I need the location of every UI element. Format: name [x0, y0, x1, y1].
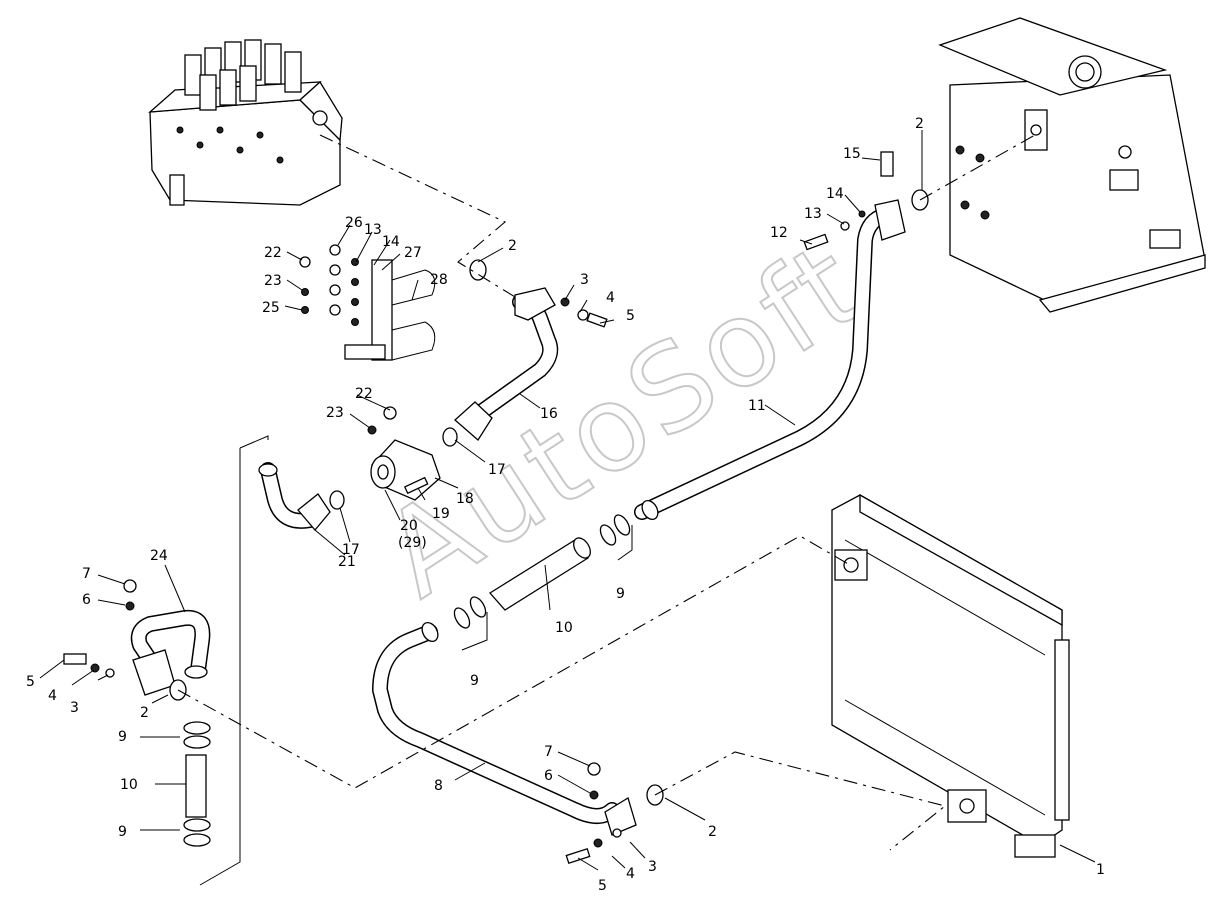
pipe-8 — [372, 624, 620, 824]
callout-23: 23 — [264, 273, 282, 289]
pipe-21 — [260, 462, 318, 529]
callout-19: 19 — [432, 506, 450, 522]
callout-15: 15 — [843, 146, 861, 162]
callout-2: 2 — [508, 238, 517, 254]
callout-9: 9 — [118, 729, 127, 745]
callout-24: 24 — [150, 548, 168, 564]
control-valve — [148, 39, 343, 206]
hose-10-left — [185, 754, 207, 818]
callout-10: 10 — [555, 620, 573, 636]
callout-2: 2 — [708, 824, 717, 840]
callout-10: 10 — [120, 777, 138, 793]
callout-27: 27 — [404, 245, 422, 261]
callout-6: 6 — [82, 592, 91, 608]
callout-22: 22 — [264, 245, 282, 261]
callout-17: 17 — [488, 462, 506, 478]
callout-25: 25 — [262, 300, 280, 316]
callout-28: 28 — [430, 272, 448, 288]
callout-2: 2 — [915, 116, 924, 132]
callout-1: 1 — [1096, 862, 1105, 878]
pipe-24 — [130, 609, 211, 678]
callout-7: 7 — [544, 744, 553, 760]
callout-14: 14 — [826, 186, 844, 202]
callout-7: 7 — [82, 566, 91, 582]
callout-22: 22 — [355, 386, 373, 402]
callout-23: 23 — [326, 405, 344, 421]
flange-top — [132, 199, 906, 836]
clamps — [183, 463, 659, 847]
callout-9: 9 — [118, 824, 127, 840]
callout-5: 5 — [598, 878, 607, 894]
callout-21: 21 — [338, 554, 356, 570]
pipe-11 — [634, 207, 893, 520]
callout-3: 3 — [580, 272, 589, 288]
callout-5: 5 — [626, 308, 635, 324]
hose-10-right — [489, 537, 591, 611]
fasteners — [63, 151, 894, 865]
callout-26: 26 — [345, 215, 363, 231]
callout-13: 13 — [804, 206, 822, 222]
callout-20: 20 — [400, 518, 418, 534]
callout-11: 11 — [748, 398, 766, 414]
callout-3: 3 — [70, 700, 79, 716]
callout-5: 5 — [26, 674, 35, 690]
callout-18: 18 — [456, 491, 474, 507]
callout-6: 6 — [544, 768, 553, 784]
callout-17: 17 — [342, 542, 360, 558]
callout-4: 4 — [626, 866, 635, 882]
callout-4: 4 — [606, 290, 615, 306]
callout-2: 2 — [140, 705, 149, 721]
callout-9: 9 — [470, 673, 479, 689]
callout-13: 13 — [364, 222, 382, 238]
callout-9: 9 — [616, 586, 625, 602]
callout-8: 8 — [434, 778, 443, 794]
callout-12: 12 — [770, 225, 788, 241]
connection-lines — [177, 134, 1036, 886]
callout-3: 3 — [648, 859, 657, 875]
leader-lines — [39, 130, 1096, 871]
oil-cooler — [831, 493, 1070, 858]
callout-29: (29) — [398, 535, 427, 551]
callout-16: 16 — [540, 406, 558, 422]
o-rings — [169, 189, 929, 806]
hydraulic-tank — [938, 17, 1206, 313]
callout-labels: 1 2 2 2 2 3 3 3 4 4 4 5 5 5 6 6 7 7 8 9 … — [26, 116, 1105, 894]
callout-4: 4 — [48, 688, 57, 704]
callout-14: 14 — [382, 234, 400, 250]
